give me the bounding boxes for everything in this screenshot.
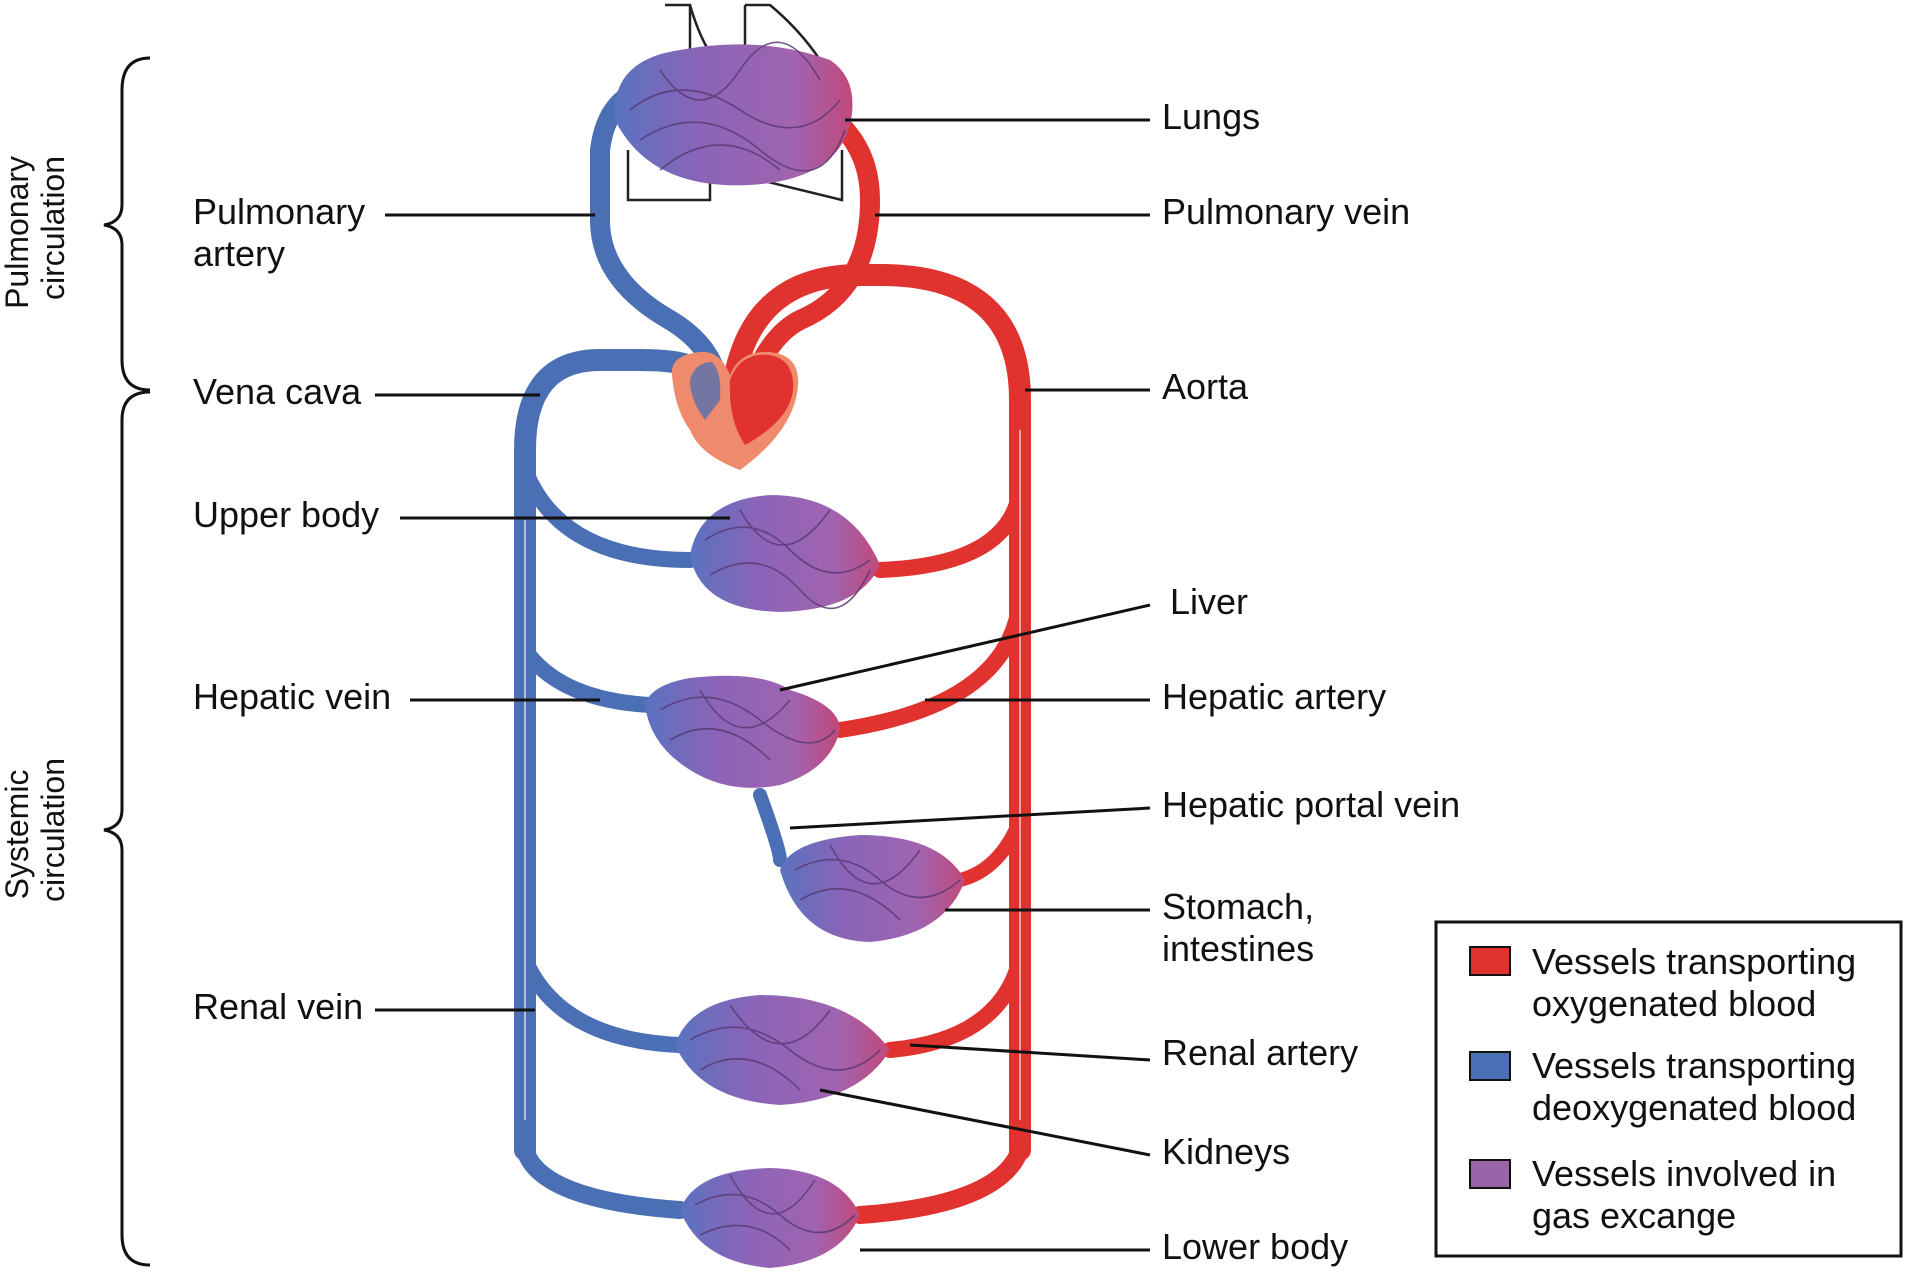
pulmonary-vein-label: Pulmonary vein [1162,191,1410,232]
hepatic-artery-label: Hepatic artery [1162,676,1386,717]
liver-capillary-bed [645,675,840,788]
systemic-section-label: Systemic circulation [0,758,71,902]
stomach-intestines-label: Stomach, intestines [1162,886,1324,969]
leader-lines [375,118,1151,1252]
lower-body-label: Lower body [1162,1226,1348,1267]
lungs-capillary-bed [614,41,853,186]
systemic-brace [103,390,151,1267]
pulmonary-section-label: Pulmonary circulation [0,147,71,309]
pulmonary-artery-label: Pulmonary artery [193,191,375,274]
legend-swatch-oxygenated [1469,946,1511,976]
right-labels: Lungs Pulmonary vein Aorta Liver Hepatic… [1162,96,1460,1267]
kidneys-capillary-bed [675,995,890,1105]
hepatic-portal-vein-label: Hepatic portal vein [1162,784,1460,825]
legend-swatch-deoxygenated [1469,1051,1511,1081]
upper-body-label: Upper body [193,494,379,535]
legend-swatch-gas-exchange [1469,1159,1511,1189]
kidneys-label: Kidneys [1162,1131,1290,1172]
pulmonary-brace [103,56,151,392]
lungs-label: Lungs [1162,96,1260,137]
legend-label-deoxygenated: Vessels transporting deoxygenated blood [1532,1045,1866,1128]
renal-artery-label: Renal artery [1162,1032,1358,1073]
liver-label: Liver [1170,581,1248,622]
legend-label-gas-exchange: Vessels involved in gas excange [1532,1153,1846,1236]
left-labels: Pulmonary artery Vena cava Upper body He… [193,191,391,1027]
vena-cava-label: Vena cava [193,371,362,412]
aorta-label: Aorta [1162,366,1249,407]
upper-body-capillary-bed [690,495,880,612]
legend-label-oxygenated: Vessels transporting oxygenated blood [1532,941,1866,1024]
stomach-intestines-capillary-bed [780,835,965,942]
hepatic-vein-label: Hepatic vein [193,676,391,717]
legend: Vessels transporting oxygenated blood Ve… [1434,920,1903,1258]
renal-vein-label: Renal vein [193,986,363,1027]
lower-body-capillary-bed [680,1168,860,1268]
heart [671,351,799,470]
